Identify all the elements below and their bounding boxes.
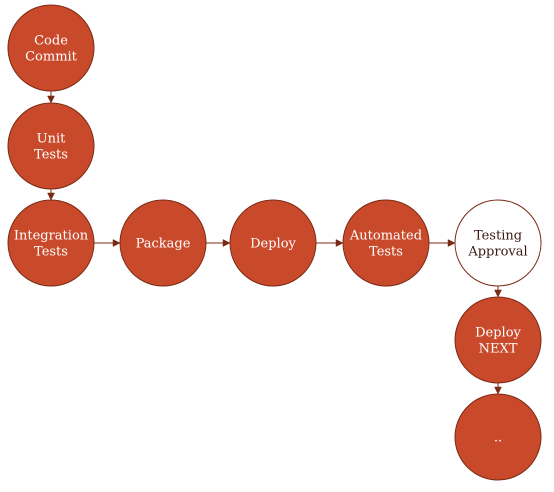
node-circle-deploy bbox=[229, 199, 317, 287]
node-label-ellipsis-line-1: .. bbox=[494, 431, 502, 446]
nodes-layer: CodeCommitUnitTestsIntegrationTestsPacka… bbox=[7, 4, 542, 481]
node-label-integration-tests-line-2: Tests bbox=[34, 245, 68, 260]
node-label-deploy-next-line-2: NEXT bbox=[479, 342, 518, 357]
node-circle-deploy-next bbox=[454, 296, 542, 384]
node-circle-integration-tests bbox=[7, 199, 95, 287]
node-package: Package bbox=[119, 199, 207, 287]
node-circle-code-commit bbox=[7, 4, 95, 92]
node-label-deploy-next-line-1: Deploy bbox=[475, 326, 521, 341]
arrowhead-deploy bbox=[222, 239, 231, 247]
arrowhead-testing-approval bbox=[447, 239, 456, 247]
node-label-unit-tests-line-2: Tests bbox=[34, 148, 68, 163]
node-label-testing-approval-line-1: Testing bbox=[474, 229, 522, 244]
node-circle-package bbox=[119, 199, 207, 287]
node-label-automated-tests-line-2: Tests bbox=[369, 245, 403, 260]
node-label-testing-approval-line-2: Approval bbox=[467, 245, 527, 260]
node-circle-automated-tests bbox=[342, 199, 430, 287]
node-deploy: Deploy bbox=[229, 199, 317, 287]
arrowhead-ellipsis bbox=[494, 386, 502, 395]
node-ellipsis: .. bbox=[454, 393, 542, 481]
node-label-integration-tests-line-1: Integration bbox=[14, 229, 89, 244]
arrowhead-package bbox=[112, 239, 121, 247]
node-label-deploy-line-1: Deploy bbox=[250, 237, 296, 252]
node-label-automated-tests-line-1: Automated bbox=[349, 229, 422, 244]
node-label-code-commit-line-2: Commit bbox=[25, 50, 78, 65]
node-label-package-line-1: Package bbox=[136, 237, 191, 252]
arrowhead-unit-tests bbox=[47, 95, 55, 104]
node-label-code-commit-line-1: Code bbox=[34, 34, 68, 49]
node-circle-testing-approval bbox=[454, 199, 542, 287]
arrowhead-automated-tests bbox=[335, 239, 344, 247]
node-circle-unit-tests bbox=[7, 102, 95, 190]
edges-layer bbox=[47, 91, 502, 395]
node-label-unit-tests-line-1: Unit bbox=[37, 132, 66, 147]
arrowhead-integration-tests bbox=[47, 192, 55, 201]
node-circle-ellipsis bbox=[454, 393, 542, 481]
arrowhead-deploy-next bbox=[494, 289, 502, 298]
